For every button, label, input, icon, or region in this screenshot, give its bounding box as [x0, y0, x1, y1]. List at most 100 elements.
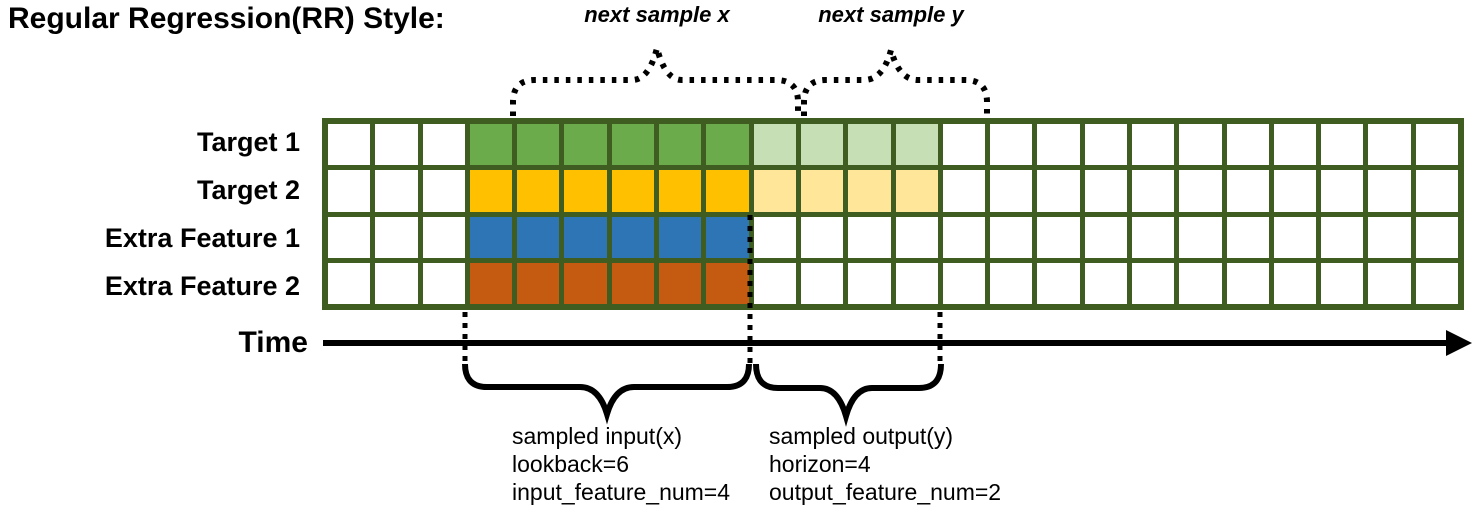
grid-cell	[517, 170, 560, 212]
grid-cell	[564, 216, 607, 258]
grid-cell	[659, 262, 702, 304]
grid-cell	[1084, 262, 1127, 304]
grid-cell	[469, 124, 513, 166]
grid-cell	[1368, 262, 1411, 304]
grid-cell	[375, 216, 418, 258]
grid-cell	[564, 124, 607, 166]
grid-cell	[942, 262, 986, 304]
grid-cell	[1415, 124, 1458, 166]
grid-cell	[1273, 170, 1317, 212]
grid-cell	[753, 170, 796, 212]
row-labels: Target 1 Target 2 Extra Feature 1 Extra Fea…	[0, 118, 310, 310]
grid-cell	[659, 124, 702, 166]
grid-cell	[1273, 216, 1317, 258]
grid-cell	[990, 262, 1033, 304]
grid-cell	[990, 170, 1033, 212]
grid-cell	[895, 216, 938, 258]
grid-cell	[895, 262, 938, 304]
grid-cell	[564, 262, 607, 304]
grid-cell	[375, 124, 418, 166]
grid-cell	[1273, 124, 1317, 166]
grid-cell	[1084, 170, 1127, 212]
grid-cell	[1415, 170, 1458, 212]
grid-cell	[611, 124, 655, 166]
sampled-output-brace	[753, 363, 944, 427]
grid-cell	[564, 170, 607, 212]
next-sample-y-brace	[801, 38, 990, 116]
grid-cell	[895, 124, 938, 166]
grid-cell	[848, 170, 891, 212]
grid-cell	[1131, 262, 1175, 304]
grid-cell	[1368, 216, 1411, 258]
grid-cell	[990, 124, 1033, 166]
sampled-input-brace	[462, 363, 752, 425]
grid-cell	[1179, 170, 1222, 212]
grid-cell	[422, 262, 465, 304]
grid-cell	[422, 124, 465, 166]
output-feature-num-line: output_feature_num=2	[769, 479, 1002, 505]
grid-cell	[1415, 262, 1458, 304]
grid-cell	[1131, 216, 1175, 258]
sampled-input-line: sampled input(x)	[512, 423, 683, 449]
grid-cell	[1131, 170, 1175, 212]
grid-cell	[1321, 216, 1364, 258]
next-sample-x-label: next sample x	[584, 2, 730, 27]
grid-cell	[1131, 124, 1175, 166]
grid-cell	[800, 124, 844, 166]
row-label: Extra Feature 2	[104, 270, 300, 301]
grid-cell	[1179, 216, 1222, 258]
grid-cell	[611, 216, 655, 258]
sampled-output-annotation: sampled output(y) horizon=4 output_featu…	[769, 422, 1001, 506]
time-axis-label: Time	[238, 326, 308, 359]
grid-cell	[659, 216, 702, 258]
grid-cell	[990, 216, 1033, 258]
grid-cell	[1037, 262, 1080, 304]
grid-cell	[611, 262, 655, 304]
grid-cell	[517, 124, 560, 166]
grid-cell	[942, 124, 986, 166]
grid-cell	[328, 216, 371, 258]
grid-cell	[1226, 124, 1269, 166]
grid-cell	[375, 170, 418, 212]
grid-cell	[469, 262, 513, 304]
grid-cell	[328, 262, 371, 304]
grid-cell	[848, 262, 891, 304]
next-sample-y-label: next sample y	[818, 2, 964, 27]
grid-cell	[706, 124, 749, 166]
time-axis-arrowhead	[1446, 330, 1472, 356]
grid-cell	[1368, 124, 1411, 166]
grid-cell	[1321, 262, 1364, 304]
sampled-output-line: sampled output(y)	[769, 423, 954, 449]
timeseries-grid	[322, 118, 1464, 310]
grid-cell	[328, 124, 371, 166]
grid-cell	[753, 216, 796, 258]
grid-cell	[800, 262, 844, 304]
grid-cell	[1037, 216, 1080, 258]
grid-cell	[942, 170, 986, 212]
row-label: Extra Feature 1	[104, 222, 300, 253]
grid-cell	[517, 262, 560, 304]
grid-cell	[328, 170, 371, 212]
grid-cell	[422, 170, 465, 212]
grid-cell	[611, 170, 655, 212]
grid-cell	[1179, 262, 1222, 304]
grid-cell	[422, 216, 465, 258]
grid-cell	[1321, 124, 1364, 166]
row-label: Target 2	[196, 174, 300, 205]
grid-cell	[800, 170, 844, 212]
grid-cell	[800, 216, 844, 258]
grid-cell	[706, 216, 749, 258]
grid-cell	[942, 216, 986, 258]
grid-cell	[469, 170, 513, 212]
grid-cell	[1084, 124, 1127, 166]
grid-cell	[895, 170, 938, 212]
diagram-title: Regular Regression(RR) Style:	[8, 2, 445, 35]
grid-cell	[517, 216, 560, 258]
grid-cell	[1368, 170, 1411, 212]
grid-cell	[1321, 170, 1364, 212]
grid-cell	[1273, 262, 1317, 304]
row-label: Target 1	[196, 126, 300, 157]
grid-cell	[1037, 124, 1080, 166]
grid-cell	[375, 262, 418, 304]
grid-cell	[469, 216, 513, 258]
